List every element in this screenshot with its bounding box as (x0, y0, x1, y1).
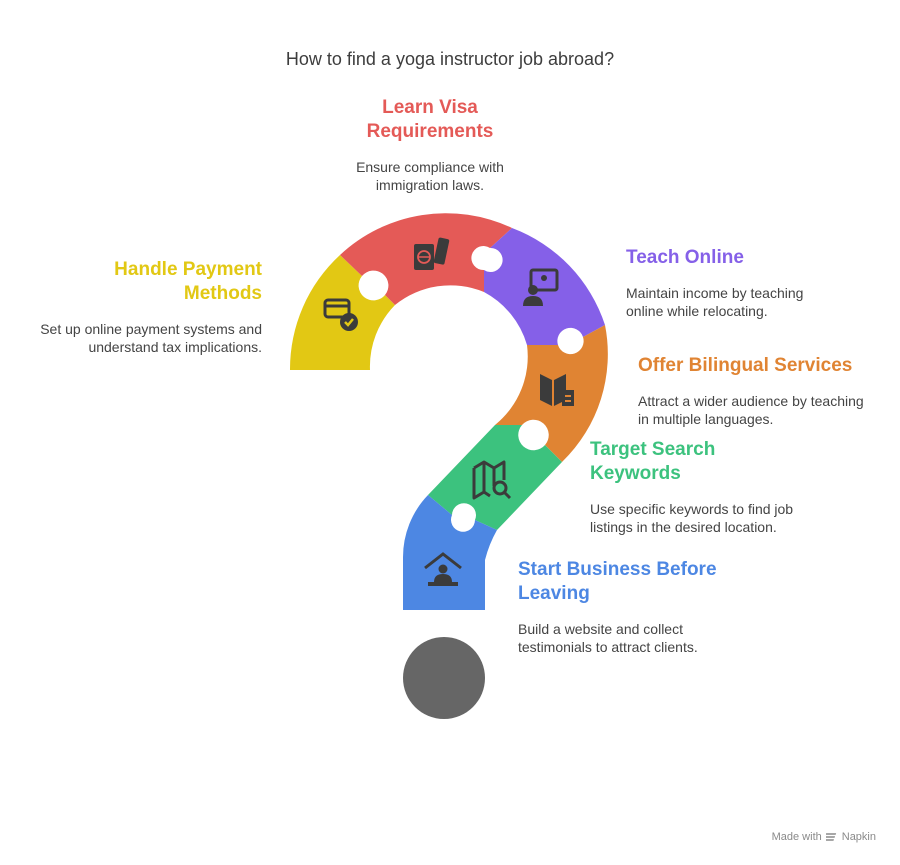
step-bilingual: Offer Bilingual Services Attract a wider… (638, 354, 878, 428)
step-payment: Handle Payment Methods Set up online pay… (40, 258, 262, 356)
footer-watermark: Made with Napkin (772, 831, 876, 843)
step-bilingual-heading: Offer Bilingual Services (638, 355, 853, 376)
step-keywords-heading: Target Search Keywords (590, 439, 716, 484)
home-business-icon (424, 552, 462, 586)
step-business-heading: Start Business Before Leaving (518, 559, 717, 604)
step-visa-heading: Learn Visa Requirements (366, 97, 494, 142)
step-visa-description: Ensure compliance with immigration laws. (356, 159, 504, 193)
step-online-heading: Teach Online (626, 247, 744, 268)
step-keywords-description: Use specific keywords to find job listin… (590, 501, 794, 535)
question-mark-dot (403, 637, 485, 719)
footer-brand: Napkin (841, 831, 876, 843)
step-online: Teach Online Maintain income by teaching… (626, 246, 836, 320)
step-keywords: Target Search Keywords Use specific keyw… (590, 438, 800, 536)
step-business-description: Build a website and collect testimonials… (518, 621, 698, 655)
map-search-icon (472, 460, 512, 500)
credit-card-check-icon (323, 298, 358, 331)
step-payment-heading: Handle Payment Methods (114, 259, 262, 304)
flag-language-icon (540, 374, 574, 406)
step-payment-description: Set up online payment systems and unders… (40, 321, 262, 355)
step-bilingual-description: Attract a wider audience by teaching in … (638, 393, 864, 427)
step-business: Start Business Before Leaving Build a we… (518, 558, 738, 656)
segment-payment[interactable] (289, 255, 395, 370)
online-teacher-icon (523, 268, 559, 306)
segment-online[interactable] (484, 228, 605, 345)
step-online-description: Maintain income by teaching online while… (626, 285, 804, 319)
footer-made-with: Made with (771, 831, 822, 843)
page-title: How to find a yoga instructor job abroad… (285, 49, 615, 69)
step-visa: Learn Visa Requirements Ensure complianc… (330, 96, 530, 194)
passport-ticket-icon (414, 237, 450, 270)
segment-business[interactable] (402, 495, 497, 610)
napkin-logo-icon (825, 833, 836, 841)
